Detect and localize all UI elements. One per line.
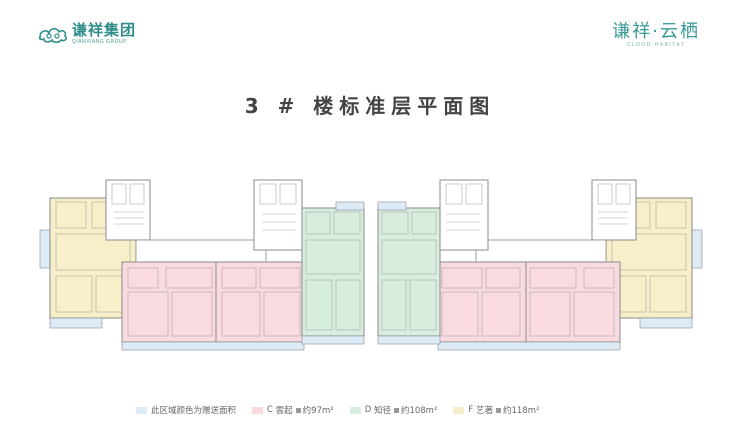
legend-name: 雲起 bbox=[275, 406, 293, 416]
logo-subtext: QIANXIANG GROUP bbox=[72, 39, 128, 45]
legend-code: C bbox=[267, 405, 273, 415]
legend-area: 约118m² bbox=[502, 406, 540, 416]
legend-area: 约97m² bbox=[302, 406, 334, 416]
legend-code: F bbox=[468, 405, 474, 415]
legend-name: 知径 bbox=[373, 406, 391, 416]
legend-label: 此区域颜色为赠送面积 bbox=[151, 406, 237, 416]
legend-item-f: F 艺著约118m² bbox=[453, 404, 539, 416]
logo-text: 谦祥集团 bbox=[72, 21, 137, 39]
project-subtext: CLOUD HABITAT bbox=[626, 42, 686, 48]
legend-swatch-blue bbox=[136, 406, 147, 414]
page-title: 3 # 楼标准层平面图 bbox=[244, 94, 496, 118]
project-logo: 谦祥·云栖 CLOUD HABITAT bbox=[612, 21, 700, 49]
legend: 此区域颜色为赠送面积 C 雲起约97m² D 知径约108m² F 艺著约118… bbox=[136, 404, 555, 416]
legend-item-c: C 雲起约97m² bbox=[252, 404, 334, 416]
legend-name: 艺著 bbox=[475, 406, 493, 416]
legend-code: D bbox=[364, 405, 372, 415]
brand-logo: 谦祥集团 QIANXIANG GROUP bbox=[38, 22, 136, 45]
legend-swatch-pink bbox=[252, 406, 264, 414]
legend-swatch-green bbox=[349, 406, 361, 414]
project-name: 谦祥·云栖 bbox=[612, 21, 700, 42]
cloud-logo-icon bbox=[38, 27, 67, 43]
legend-area: 约108m² bbox=[400, 406, 438, 416]
floor-plan bbox=[39, 179, 703, 351]
legend-item-gift-area: 此区域颜色为赠送面积 bbox=[136, 404, 236, 416]
legend-swatch-yellow bbox=[453, 406, 465, 414]
legend-item-d: D 知径约108m² bbox=[349, 404, 438, 416]
